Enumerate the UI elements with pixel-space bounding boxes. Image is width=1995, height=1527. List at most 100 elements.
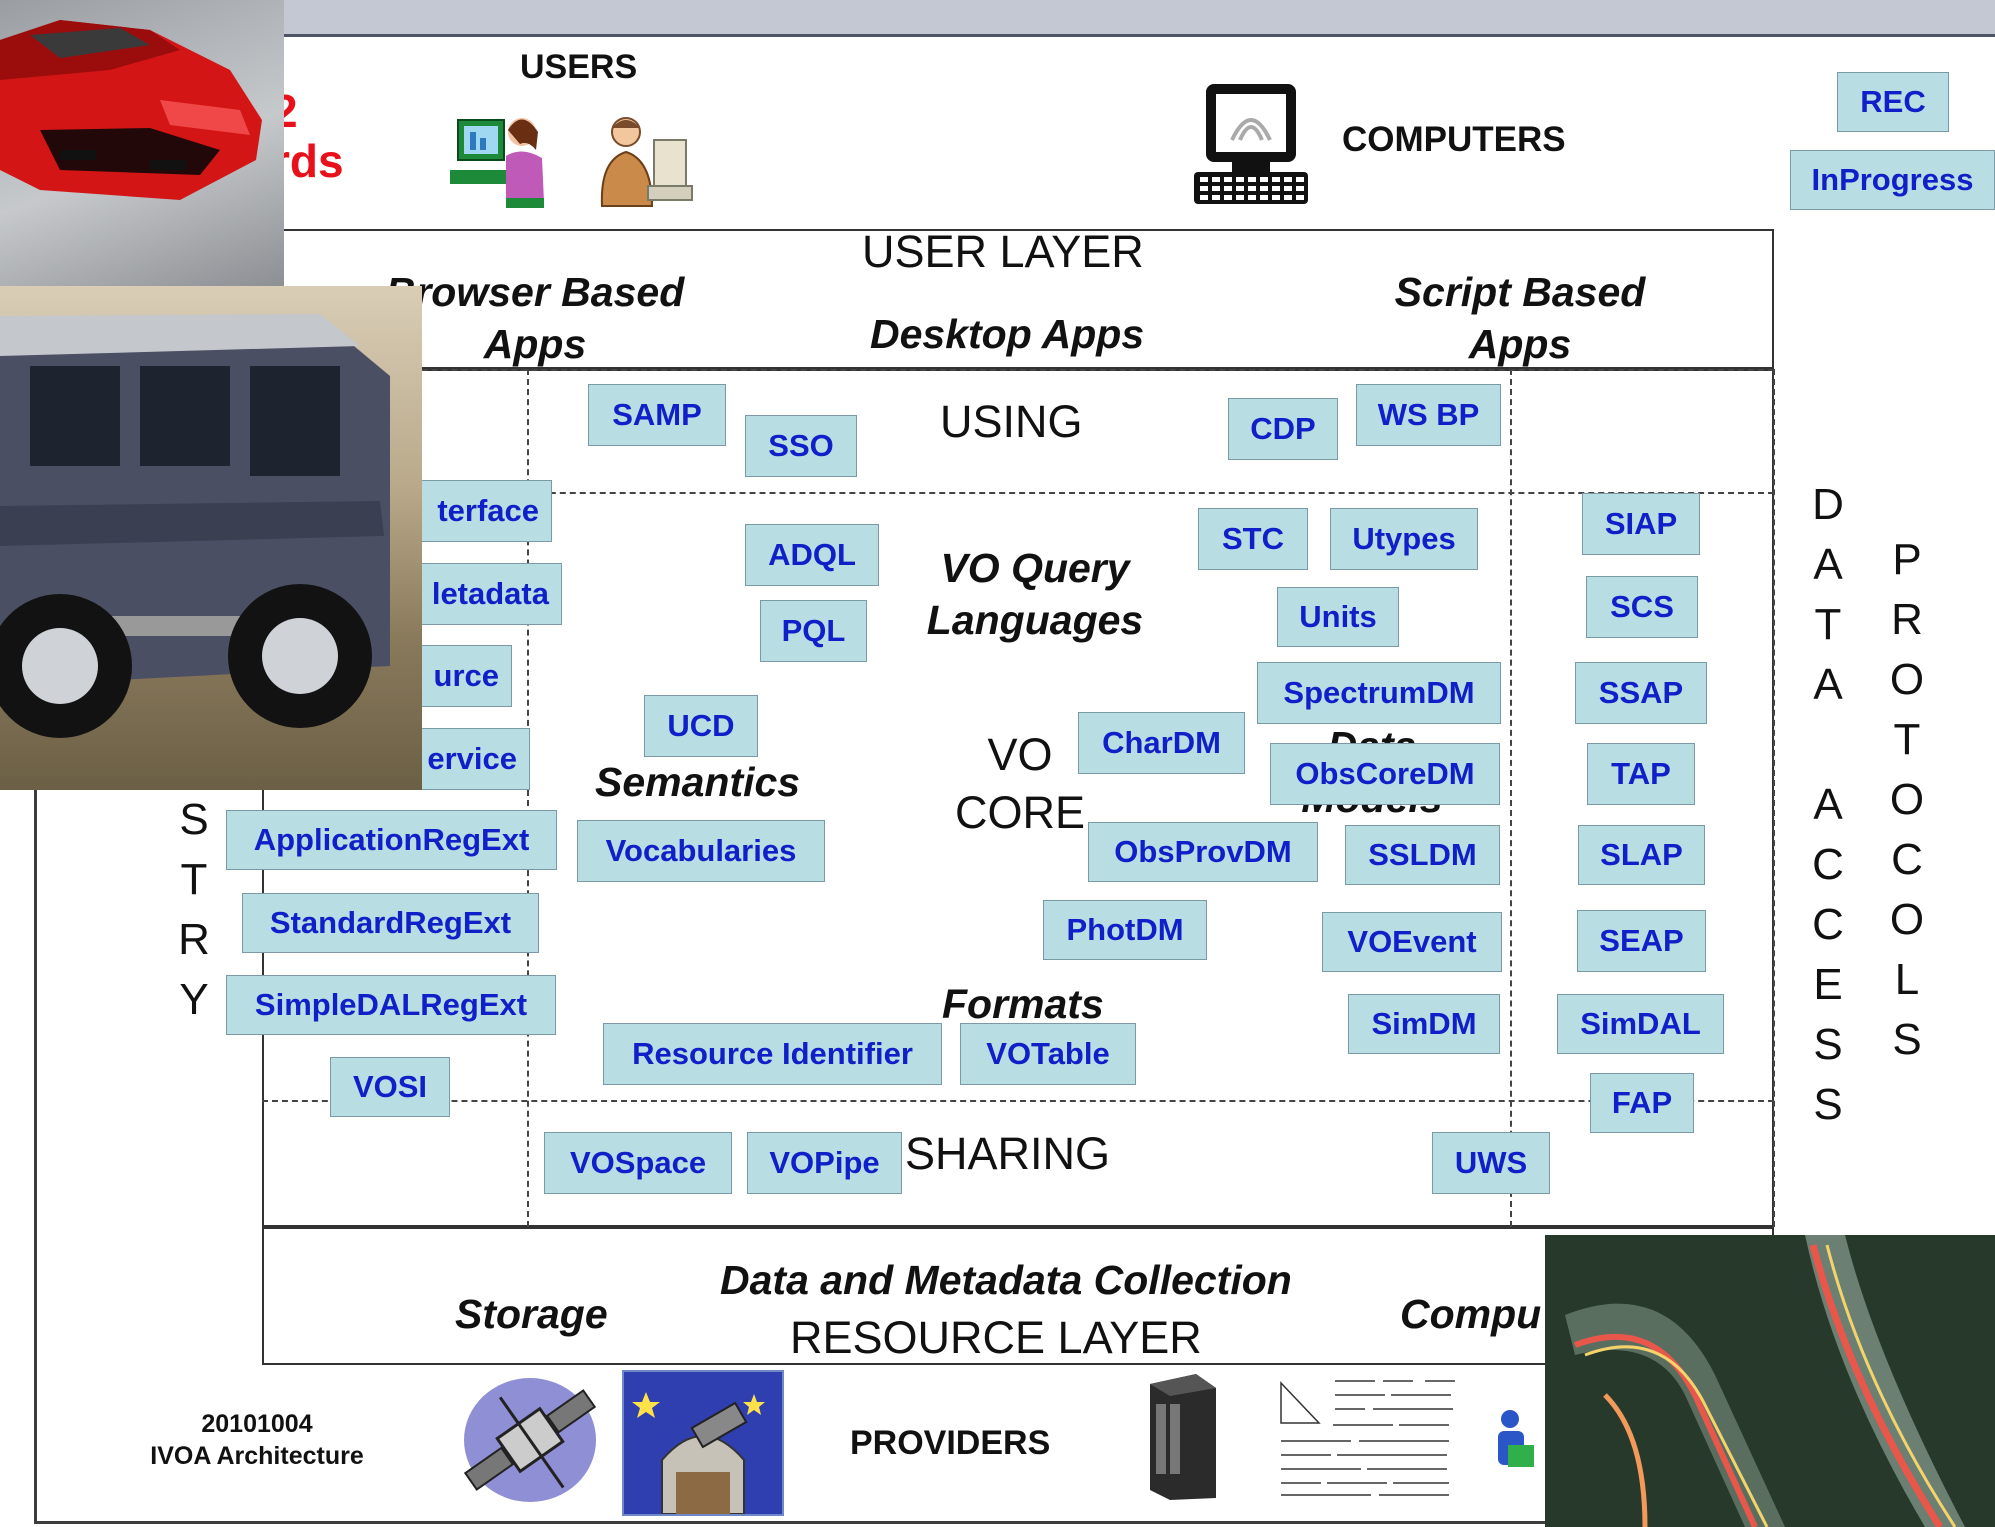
computation-heading: Compu [1400,1291,1542,1337]
tag-uws[interactable]: UWS [1432,1132,1550,1194]
tag-pql[interactable]: PQL [760,600,867,662]
land-rover-photo [0,286,422,790]
tag-registry-interface[interactable]: terface [400,480,552,542]
data-access-letter: S [1813,1080,1843,1129]
data-access-letter: C [1812,900,1844,949]
data-access-letter: S [1813,1020,1843,1069]
computer-terminal-icon [1194,84,1308,204]
using-bottom-divider [420,492,1774,494]
using-top-divider [262,369,1774,371]
tag-adql[interactable]: ADQL [745,524,879,586]
data-access-letter: T [1814,600,1842,649]
data-access-letter: A [1813,780,1843,829]
red-sports-car-photo [0,0,284,286]
highway-interchange-photo [1545,1235,1995,1527]
tag-seap[interactable]: SEAP [1577,910,1706,972]
vo-core-heading: VO CORE [954,729,1085,838]
using-heading: USING [940,396,1083,447]
user-reading-icon [600,117,693,207]
footer-caption: 20101004 IVOA Architecture [132,1408,382,1472]
protocols-letter: L [1894,955,1920,1004]
satellite-icon [463,1378,597,1502]
data-metadata-collection-heading: Data and Metadata Collection [720,1257,1292,1303]
tag-obscoredm[interactable]: ObsCoreDM [1270,743,1500,805]
tag-scs[interactable]: SCS [1586,576,1698,638]
math-equations-icon [1280,1380,1455,1496]
tag-sso[interactable]: SSO [745,415,857,477]
data-access-letter [1806,715,1850,775]
tag-tap[interactable]: TAP [1587,743,1695,805]
tag-units[interactable]: Units [1277,587,1399,647]
tag-utypes[interactable]: Utypes [1330,508,1478,570]
protocols-letter: O [1889,775,1925,824]
slide-top-line [280,34,1995,37]
registry-letter: R [178,915,210,964]
protocols-letter: T [1893,715,1921,764]
tag-votable[interactable]: VOTable [960,1023,1136,1085]
browser-apps-heading: Browser Based Apps [385,269,685,367]
tag-ssldm[interactable]: SSLDM [1345,825,1500,885]
storage-heading: Storage [455,1291,608,1337]
tag-simpledal-regext[interactable]: SimpleDALRegExt [226,975,556,1035]
vo-query-languages-heading: VO Query Languages [926,545,1144,643]
protocols-letter: R [1891,595,1923,644]
protocols-letter: C [1891,835,1923,884]
resource-layer-heading: RESOURCE LAYER [790,1312,1202,1363]
server-icon [1150,1374,1216,1500]
data-access-letter: A [1813,660,1843,709]
tag-simdm[interactable]: SimDM [1348,994,1500,1054]
script-apps-heading: Script Based Apps [1394,269,1646,367]
legend-inprogress: InProgress [1790,150,1995,210]
protocols-letter: O [1889,895,1925,944]
right-edge-divider [1773,369,1775,1227]
tag-photdm[interactable]: PhotDM [1043,900,1207,960]
tag-registry-metadata[interactable]: letadata [400,563,562,625]
sharing-heading: SHARING [905,1128,1111,1179]
user-at-computer-icon [450,118,544,208]
registry-letter: S [179,795,209,844]
tag-slap[interactable]: SLAP [1578,825,1705,885]
providers-label: PROVIDERS [850,1424,1051,1462]
tag-spectrumdm[interactable]: SpectrumDM [1257,662,1501,724]
protocols-letter: S [1892,1015,1922,1064]
slide-top-bar [280,0,1995,36]
tag-vosi[interactable]: VOSI [330,1057,450,1117]
tag-vospace[interactable]: VOSpace [544,1132,732,1194]
data-access-letter: E [1813,960,1843,1009]
tag-ssap[interactable]: SSAP [1575,662,1707,724]
tag-vocabularies[interactable]: Vocabularies [577,820,825,882]
tag-samp[interactable]: SAMP [588,384,726,446]
tag-fap[interactable]: FAP [1590,1073,1694,1133]
tag-standard-regext[interactable]: StandardRegExt [242,893,539,953]
tag-resource-identifier[interactable]: Resource Identifier [603,1023,942,1085]
tag-voevent[interactable]: VOEvent [1322,912,1502,972]
tag-simdal[interactable]: SimDAL [1557,994,1724,1054]
tag-application-regext[interactable]: ApplicationRegExt [226,810,557,870]
footer-title: IVOA Architecture [150,1442,364,1470]
tag-siap[interactable]: SIAP [1582,493,1700,555]
registry-letter: T [180,855,208,904]
access-column-divider [1510,369,1512,1227]
protocols-letter: O [1889,655,1925,704]
sharing-top-divider [262,1100,1774,1102]
protocols-vertical-label: P R O T O C O L S [1885,530,1929,1070]
tag-ucd[interactable]: UCD [644,695,758,757]
data-access-letter: C [1812,840,1844,889]
footer-date: 20101004 [201,1410,313,1438]
protocols-letter: P [1892,535,1922,584]
user-layer-heading: USER LAYER [862,226,1144,277]
tag-vopipe[interactable]: VOPipe [747,1132,902,1194]
tag-cdp[interactable]: CDP [1228,398,1338,460]
formats-heading: Formats [942,981,1104,1027]
users-label: USERS [520,48,638,86]
tag-chardm[interactable]: CharDM [1078,712,1245,774]
registry-vertical-label: S T R Y [172,790,216,1030]
observatory-icon [622,1370,784,1516]
data-access-letter: D [1812,480,1844,529]
tag-ws-bp[interactable]: WS BP [1356,384,1501,446]
semantics-heading: Semantics [595,759,801,805]
tag-obsprovdm[interactable]: ObsProvDM [1088,822,1318,882]
tag-stc[interactable]: STC [1198,508,1308,570]
puzzle-people-icon [1498,1410,1534,1467]
legend-rec: REC [1837,72,1949,132]
